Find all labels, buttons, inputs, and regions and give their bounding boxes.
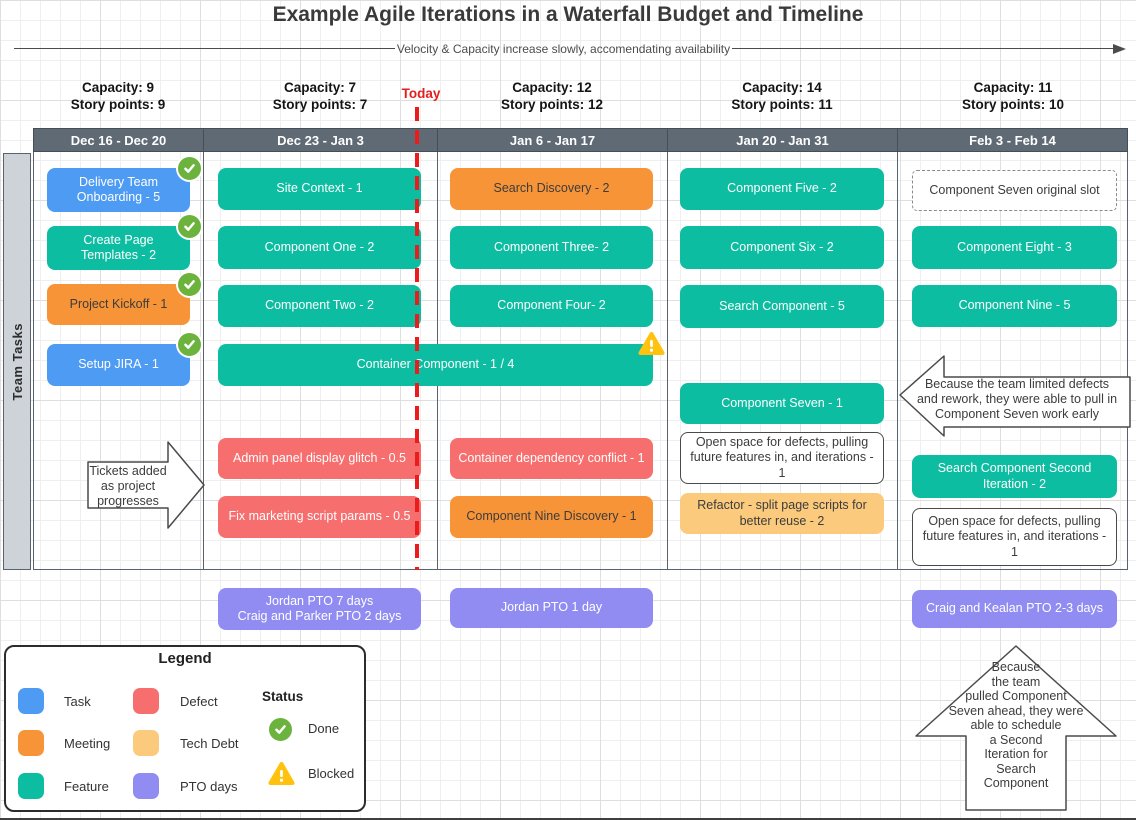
open-space-note[interactable]: Open space for defects, pulling future f… bbox=[912, 508, 1117, 566]
column-separator bbox=[667, 152, 668, 569]
meeting-card[interactable]: Search Discovery - 2 bbox=[450, 168, 653, 210]
legend-title: Legend bbox=[158, 650, 212, 667]
arrowhead-right-icon bbox=[1113, 43, 1126, 54]
open-space-note[interactable]: Open space for defects, pulling future f… bbox=[680, 432, 884, 484]
legend-swatch-tech-debt bbox=[133, 730, 159, 756]
meeting-card[interactable]: Project Kickoff - 1 bbox=[47, 271, 203, 325]
legend-box bbox=[4, 645, 366, 812]
capacity-block-4: Capacity: 14 Story points: 11 bbox=[731, 80, 833, 112]
feature-card[interactable]: Component Eight - 3 bbox=[912, 226, 1117, 269]
date-header-2[interactable]: Dec 23 - Jan 3 bbox=[203, 128, 437, 152]
team-tasks-lane: Team Tasks bbox=[3, 153, 31, 570]
legend-swatch-task bbox=[18, 688, 44, 714]
second-iteration-arrow[interactable] bbox=[900, 642, 1132, 814]
legend-label-meeting: Meeting bbox=[64, 736, 111, 751]
feature-card[interactable]: Component Seven - 1 bbox=[680, 383, 884, 424]
done-check-icon bbox=[176, 213, 203, 240]
feature-card[interactable]: Component Nine - 5 bbox=[912, 285, 1117, 327]
feature-card[interactable]: Component Four- 2 bbox=[450, 285, 653, 327]
legend-label-defect: Defect bbox=[180, 694, 218, 709]
pulled-seven-text: Because the team limited defects and rew… bbox=[916, 377, 1118, 421]
task-card[interactable]: Setup JIRA - 1 bbox=[47, 331, 203, 386]
today-label: Today bbox=[401, 86, 441, 101]
defect-card[interactable]: Admin panel display glitch - 0.5 bbox=[218, 438, 421, 479]
capacity-block-2: Capacity: 7 Story points: 7 bbox=[272, 80, 368, 112]
column-separator bbox=[203, 152, 204, 569]
blocked-warning-icon bbox=[638, 331, 665, 356]
tickets-added-arrow[interactable] bbox=[86, 438, 206, 532]
pto-card[interactable]: Jordan PTO 7 days Craig and Parker PTO 2… bbox=[218, 588, 421, 630]
done-check-icon bbox=[176, 155, 203, 182]
velocity-label: Velocity & Capacity increase slowly, acc… bbox=[396, 41, 731, 56]
arrow-line-right bbox=[732, 48, 1113, 49]
date-header-row: Dec 16 - Dec 20 Dec 23 - Jan 3 Jan 6 - J… bbox=[33, 128, 1128, 152]
legend-label-pto: PTO days bbox=[180, 779, 238, 794]
done-check-icon bbox=[267, 716, 294, 743]
velocity-arrow: Velocity & Capacity increase slowly, acc… bbox=[14, 41, 1126, 56]
feature-card[interactable]: Component Five - 2 bbox=[680, 168, 884, 210]
meeting-card[interactable]: Component Nine Discovery - 1 bbox=[450, 496, 653, 538]
task-card[interactable]: Delivery Team Onboarding - 5 bbox=[47, 155, 203, 212]
legend-swatch-pto bbox=[133, 773, 159, 799]
capacity-block-3: Capacity: 12 Story points: 12 bbox=[500, 80, 603, 112]
feature-card[interactable]: Component One - 2 bbox=[218, 226, 421, 269]
legend-swatch-defect bbox=[133, 688, 159, 714]
date-header-4[interactable]: Jan 20 - Jan 31 bbox=[667, 128, 897, 152]
defect-card[interactable]: Container dependency conflict - 1 bbox=[450, 438, 653, 479]
tickets-added-text: Tickets added as project progresses bbox=[89, 464, 167, 508]
page-title: Example Agile Iterations in a Waterfall … bbox=[272, 3, 864, 26]
column-separator bbox=[897, 152, 898, 569]
legend-label-blocked: Blocked bbox=[308, 766, 355, 781]
legend-swatch-feature bbox=[18, 773, 44, 799]
blocked-warning-icon bbox=[268, 761, 295, 786]
legend-swatch-meeting bbox=[18, 730, 44, 756]
today-line bbox=[415, 107, 419, 570]
date-header-3[interactable]: Jan 6 - Jan 17 bbox=[437, 128, 667, 152]
legend-label-task: Task bbox=[64, 694, 91, 709]
capacity-block-5: Capacity: 11 Story points: 10 bbox=[961, 80, 1064, 112]
second-iteration-text: Because the team pulled Component Seven … bbox=[948, 660, 1084, 790]
container-component-card[interactable]: Container Component - 1 / 4 bbox=[218, 332, 665, 386]
legend-label-feature: Feature bbox=[64, 779, 109, 794]
done-check-icon bbox=[176, 271, 203, 298]
team-tasks-label: Team Tasks bbox=[9, 322, 25, 401]
legend-label-tech-debt: Tech Debt bbox=[180, 736, 239, 751]
pulled-seven-arrow[interactable] bbox=[898, 352, 1132, 440]
feature-card[interactable]: Site Context - 1 bbox=[218, 168, 421, 210]
capacity-block-1: Capacity: 9 Story points: 9 bbox=[70, 80, 166, 112]
pto-card[interactable]: Jordan PTO 1 day bbox=[450, 588, 653, 628]
date-header-5[interactable]: Feb 3 - Feb 14 bbox=[897, 128, 1128, 152]
tech-debt-card[interactable]: Refactor - split page scripts for better… bbox=[680, 493, 884, 534]
feature-card[interactable]: Search Component - 5 bbox=[680, 285, 884, 328]
feature-card[interactable]: Component Three- 2 bbox=[450, 226, 653, 269]
pto-card[interactable]: Craig and Kealan PTO 2-3 days bbox=[912, 590, 1117, 628]
feature-card[interactable]: Component Two - 2 bbox=[218, 285, 421, 327]
done-check-icon bbox=[176, 331, 203, 358]
legend-label-done: Done bbox=[308, 721, 340, 736]
placeholder-slot-card[interactable]: Component Seven original slot bbox=[912, 170, 1117, 211]
date-header-1[interactable]: Dec 16 - Dec 20 bbox=[33, 128, 203, 152]
arrow-line-left bbox=[14, 48, 395, 49]
feature-card[interactable]: Component Six - 2 bbox=[680, 226, 884, 269]
legend-status-title: Status bbox=[262, 689, 304, 704]
feature-card[interactable]: Create Page Templates - 2 bbox=[47, 213, 203, 270]
defect-card[interactable]: Fix marketing script params - 0.5 bbox=[218, 496, 421, 538]
feature-card[interactable]: Search Component Second Iteration - 2 bbox=[912, 455, 1117, 498]
bottom-edge-line bbox=[0, 818, 1136, 820]
